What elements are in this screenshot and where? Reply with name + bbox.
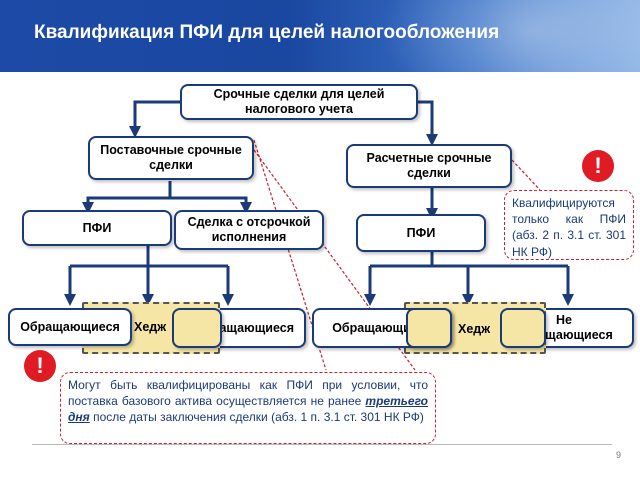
node-traded-left: Обращающиеся — [8, 308, 132, 346]
footer-divider — [32, 444, 612, 445]
node-traded-left-overlap — [172, 308, 222, 348]
arrow-root-delivery — [129, 100, 180, 138]
node-not-traded-right-overlap — [500, 308, 546, 348]
slide-header: Квалификация ПФИ для целей налогообложен… — [0, 0, 640, 72]
node-pfi-right: ПФИ — [356, 214, 486, 252]
note-delivery-emphasis: третьего дня — [68, 394, 428, 425]
arrow-root-settlement — [418, 100, 438, 146]
node-deferred: Сделка с отсрочкой исполнения — [174, 210, 324, 250]
alert-icon-right: ! — [582, 150, 614, 182]
node-root: Срочные сделки для целей налогового учет… — [180, 84, 418, 120]
slide-title: Квалификация ПФИ для целей налогообложен… — [34, 22, 500, 43]
page-number: 9 — [616, 450, 622, 460]
note-delivery-part2: после даты заключения сделки (абз. 1 п. … — [89, 410, 424, 425]
note-delivery: Могут быть квалифицированы как ПФИ при у… — [60, 372, 436, 444]
node-traded-right-overlap — [406, 308, 452, 348]
arrow-delivery-pfi — [82, 181, 172, 214]
node-delivery: Поставочные срочные сделки — [88, 136, 254, 180]
arrow-delivery-deferred — [170, 196, 252, 214]
note-settlement: Квалифицируются только как ПФИ (абз. 2 п… — [504, 190, 634, 260]
node-settlement: Расчетные срочные сделки — [346, 144, 512, 188]
alert-icon-left: ! — [24, 350, 56, 382]
node-pfi-left: ПФИ — [22, 210, 172, 246]
hedge-label-right: Хедж — [458, 322, 491, 336]
header-gloss — [380, 0, 640, 72]
note-delivery-part1: Могут быть квалифицированы как ПФИ при у… — [68, 378, 428, 409]
callout-line-settlement — [511, 159, 541, 191]
hedge-label-left: Хедж — [134, 320, 167, 334]
